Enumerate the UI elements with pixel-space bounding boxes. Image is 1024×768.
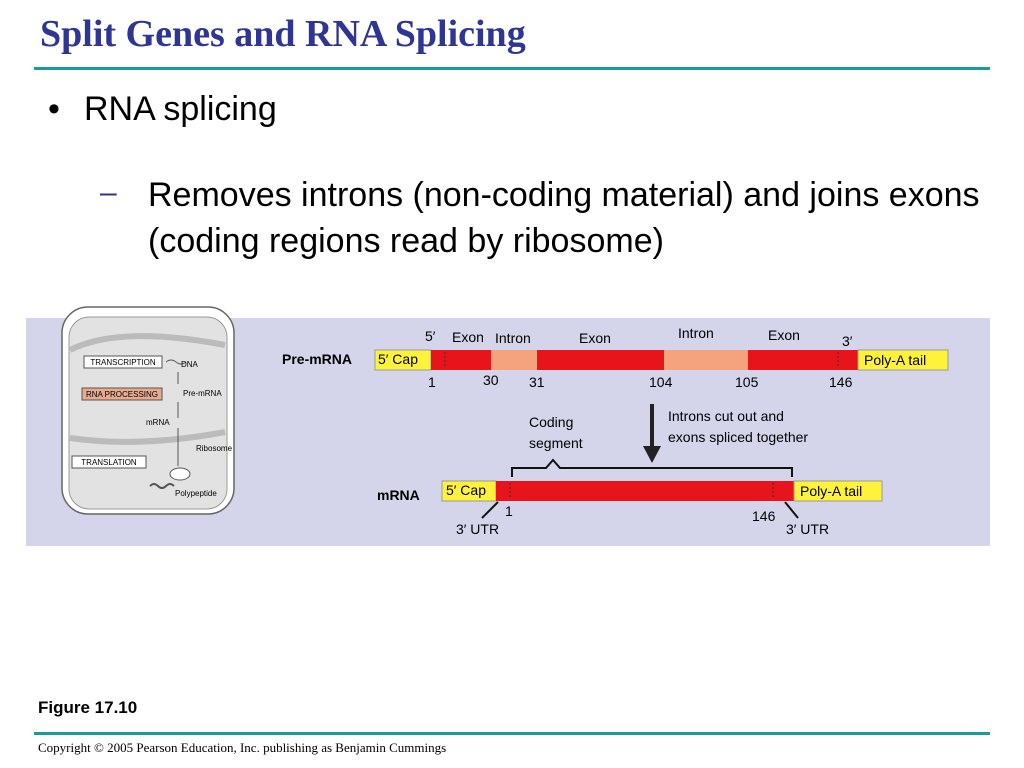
polypeptide-label: Polypeptide: [175, 489, 217, 498]
premrna-intron-2: [664, 350, 748, 370]
bullet-dot: •: [48, 90, 60, 128]
slide-title: Split Genes and RNA Splicing: [40, 13, 526, 55]
utr-left-label: 3′ UTR: [456, 521, 499, 537]
mrna-poly-a-label: Poly-A tail: [800, 483, 862, 499]
translation-box: [71, 455, 147, 469]
arrow-text-line-2: exons spliced together: [668, 429, 808, 445]
mrna-position-1: 1: [505, 503, 513, 519]
premrna-exon-1: [431, 350, 491, 370]
polypeptide-chain: [149, 483, 175, 489]
premrna-intron-1: [491, 350, 537, 370]
ribosome-label: Ribosome: [196, 444, 233, 453]
mrna-label: mRNA: [377, 487, 420, 503]
copyright-text: Copyright © 2005 Pearson Education, Inc.…: [38, 740, 447, 755]
position-146: 146: [829, 374, 853, 390]
utr-right-pointer: [784, 501, 799, 519]
footer-rule: [34, 732, 990, 735]
mrna-position-146: 146: [752, 508, 776, 524]
mrna-poly-a-tail: [793, 480, 883, 502]
utr-right-label: 3′ UTR: [786, 521, 829, 537]
splicing-arrow-text: Introns cut out and exons spliced togeth…: [668, 408, 808, 445]
position-105: 105: [735, 374, 759, 390]
transcription-box: [83, 355, 163, 369]
utr-left-pointer: [481, 501, 499, 519]
title-rule: [34, 67, 990, 70]
premrna-exon-2: [537, 350, 664, 370]
segment-label-exon-1: Exon: [452, 329, 484, 345]
premrna-5-cap-label: 5′ Cap: [378, 351, 418, 367]
segment-label-exon-2: Exon: [579, 330, 611, 346]
arrow-text-line-1: Introns cut out and: [668, 408, 784, 424]
mrna-small-label: mRNA: [146, 418, 170, 427]
mrna-5-cap-label: 5′ Cap: [446, 482, 486, 498]
rna-processing-label: RNA PROCESSING: [86, 390, 158, 399]
premrna-small-label: Pre-mRNA: [183, 389, 222, 398]
translation-label: TRANSLATION: [81, 458, 137, 467]
nucleus-envelope-lower: [69, 429, 226, 445]
segment-label-intron-1: Intron: [495, 330, 531, 346]
sub-bullet-dash: –: [100, 176, 117, 209]
premrna-5-prime: 5′: [425, 328, 436, 344]
splicing-arrow-head: [643, 446, 661, 463]
transcription-label: TRANSCRIPTION: [90, 358, 156, 367]
main-bullet: • RNA splicing: [48, 90, 277, 129]
premrna-exon-3: [748, 350, 858, 370]
position-31: 31: [529, 374, 545, 390]
main-bullet-text: RNA splicing: [84, 90, 277, 128]
sub-bullet-text: Removes introns (non-coding material) an…: [148, 176, 980, 260]
position-104: 104: [649, 374, 673, 390]
dna-label: DNA: [181, 360, 199, 369]
rna-processing-box: [81, 387, 163, 401]
position-1: 1: [428, 374, 436, 390]
dna-squiggle: [165, 359, 187, 365]
gene-expression-overview: TRANSCRIPTION DNA RNA PROCESSING Pre-mRN…: [61, 306, 235, 515]
coding-segment-bracket: [511, 458, 793, 477]
premrna-poly-a-label: Poly-A tail: [864, 352, 926, 368]
position-30: 30: [483, 372, 499, 388]
ribosome-shape: [169, 467, 191, 481]
figure-label: Figure 17.10: [38, 698, 138, 717]
cell-interior: [68, 316, 228, 510]
premrna-label: Pre-mRNA: [282, 351, 352, 367]
segment-label-exon-3: Exon: [768, 327, 800, 343]
mrna-coding-region: [496, 481, 794, 501]
coding-segment-label: Coding segment: [529, 414, 583, 451]
premrna-poly-a-tail: [857, 349, 949, 371]
premrna-3-prime: 3′: [842, 333, 853, 349]
segment-label-intron-2: Intron: [678, 325, 714, 341]
nucleus-envelope: [68, 333, 226, 353]
